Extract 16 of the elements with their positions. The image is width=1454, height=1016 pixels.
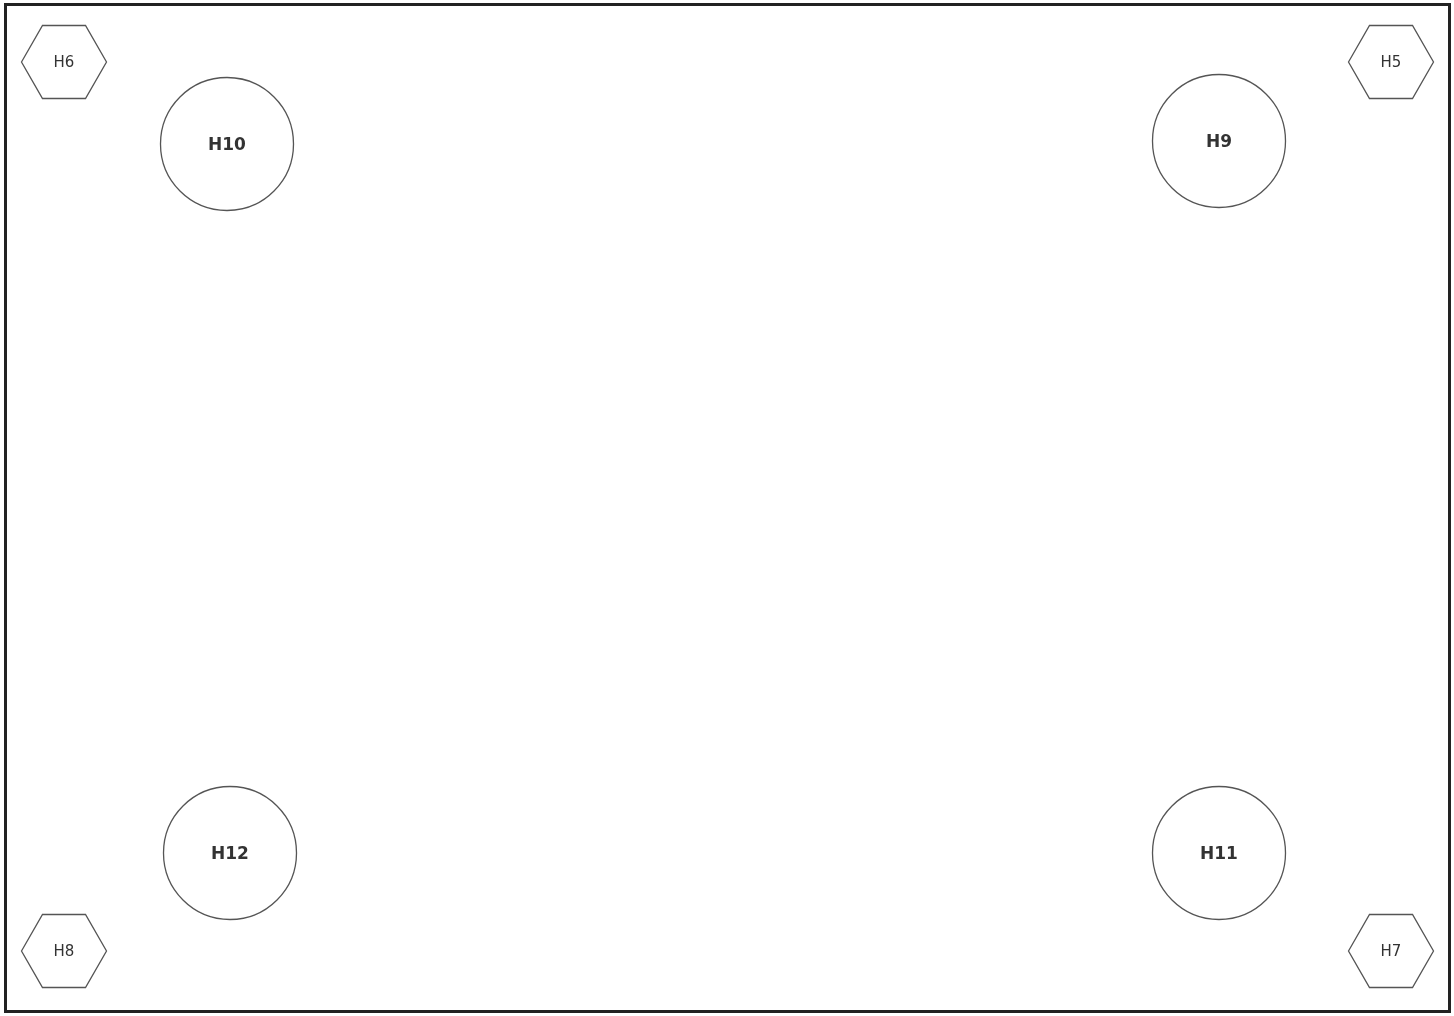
hole-label: H9 (1205, 131, 1233, 151)
hole-label: H7 (1380, 942, 1402, 960)
hole-label: H5 (1380, 53, 1402, 71)
hole-label: H6 (53, 53, 75, 71)
hole-label: H8 (53, 942, 75, 960)
circular-mounting-hole (1152, 74, 1286, 208)
circular-mounting-hole (1152, 786, 1286, 920)
hole-label: H10 (208, 134, 246, 154)
hole-label: H12 (211, 843, 249, 863)
circular-mounting-hole (163, 786, 297, 920)
hole-label: H11 (1200, 843, 1238, 863)
hexagon-mounting-hole (21, 914, 107, 988)
hexagon-mounting-hole (1348, 25, 1434, 99)
hexagon-mounting-hole (21, 25, 107, 99)
hexagon-mounting-hole (1348, 914, 1434, 988)
circular-mounting-hole (160, 77, 294, 211)
